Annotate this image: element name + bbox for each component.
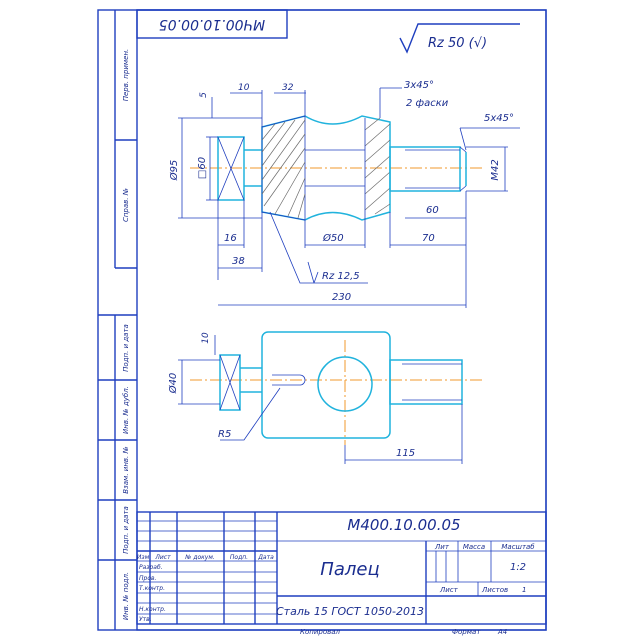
sheet-label: Лист <box>439 586 459 594</box>
side-label-podp-data-1: Подп. и дата <box>122 324 130 372</box>
dim-60: 60 <box>426 205 439 216</box>
dim-70: 70 <box>422 233 435 244</box>
dim-38: 38 <box>232 256 245 267</box>
sheets-value: 1 <box>522 586 526 594</box>
dim-115: 115 <box>396 448 415 459</box>
side-label-inv-dubl: Инв. № дубл. <box>122 386 130 434</box>
dim-10b: 10 <box>201 332 211 344</box>
format-label: Формат <box>452 628 481 636</box>
copied-label: Копировал <box>300 628 341 636</box>
dim-chamfer: 3x45° <box>404 80 434 91</box>
title-designation: М400.10.00.05 <box>347 516 460 534</box>
dim-32: 32 <box>282 83 294 93</box>
title-material: Сталь 15 ГОСТ 1050-2013 <box>276 605 424 618</box>
hdr-date: Дата <box>257 554 274 561</box>
side-label-sprav-no: Справ. № <box>122 188 130 222</box>
dim-5: 5 <box>199 92 209 98</box>
dim-16: 16 <box>224 233 237 244</box>
hdr-doc-no: № докум. <box>184 554 215 561</box>
front-view: Ø95 □60 5 10 32 3x45° 2 фаски 5x45° M42 … <box>168 80 520 308</box>
left-side-strip: Перв. примен. Справ. № Подп. и дата Инв.… <box>98 10 137 630</box>
front-shaft <box>389 146 461 192</box>
inner-frame <box>136 9 547 631</box>
local-roughness: Rz 12,5 <box>322 271 360 282</box>
dim-phi95: Ø95 <box>168 160 180 182</box>
hdr-izm: Изм <box>137 554 150 561</box>
format-value: А4 <box>497 628 507 636</box>
front-head <box>217 136 245 201</box>
hdr-scale: Масштаб <box>501 543 535 551</box>
hdr-list: Лист <box>154 554 171 561</box>
second-shaft <box>389 359 463 405</box>
second-head <box>219 354 241 411</box>
hdr-mass: Масса <box>463 543 485 551</box>
role-1: Пров. <box>139 575 157 582</box>
role-2: Т.контр. <box>139 585 165 592</box>
role-4: Н.контр. <box>139 606 166 613</box>
role-5: Утв. <box>139 616 152 623</box>
second-bore <box>317 356 373 412</box>
sheet-border <box>97 9 547 631</box>
side-label-perv-primen: Перв. примен. <box>122 49 130 102</box>
dim-chamfer-note: 2 фаски <box>406 98 449 109</box>
general-roughness: Rz 50 (√) <box>399 23 520 54</box>
side-label-vzam-inv: Взам. инв. № <box>122 446 130 494</box>
dim-r5: R5 <box>218 429 231 440</box>
general-roughness-text: Rz 50 (√) <box>428 36 487 51</box>
dim-230: 230 <box>332 292 351 303</box>
dim-phi40: Ø40 <box>167 373 179 395</box>
dim-10: 10 <box>238 83 250 93</box>
hdr-lit: Лит <box>434 543 450 551</box>
dim-chamfer-right: 5x45° <box>484 113 514 124</box>
role-0: Разраб. <box>139 564 163 571</box>
side-label-inv-podl: Инв. № подл. <box>122 572 130 620</box>
second-view: 10 Ø40 R5 115 <box>167 331 482 464</box>
hdr-sign: Подп. <box>230 554 248 561</box>
sheets-label: Листов <box>481 586 508 594</box>
title-block: М400.10.00.05 Палец Сталь 15 ГОСТ 1050-2… <box>136 511 547 636</box>
rotated-designation-box <box>136 9 288 39</box>
dim-m42: M42 <box>490 159 501 180</box>
rotated-designation: МЧ00.10.00.05 <box>159 16 265 32</box>
title-part-name: Палец <box>320 559 379 580</box>
scale-value: 1:2 <box>510 562 526 573</box>
side-label-podp-data-2: Подп. и дата <box>122 506 130 554</box>
dim-sq60: □60 <box>197 157 208 179</box>
dim-phi50: Ø50 <box>322 232 344 244</box>
